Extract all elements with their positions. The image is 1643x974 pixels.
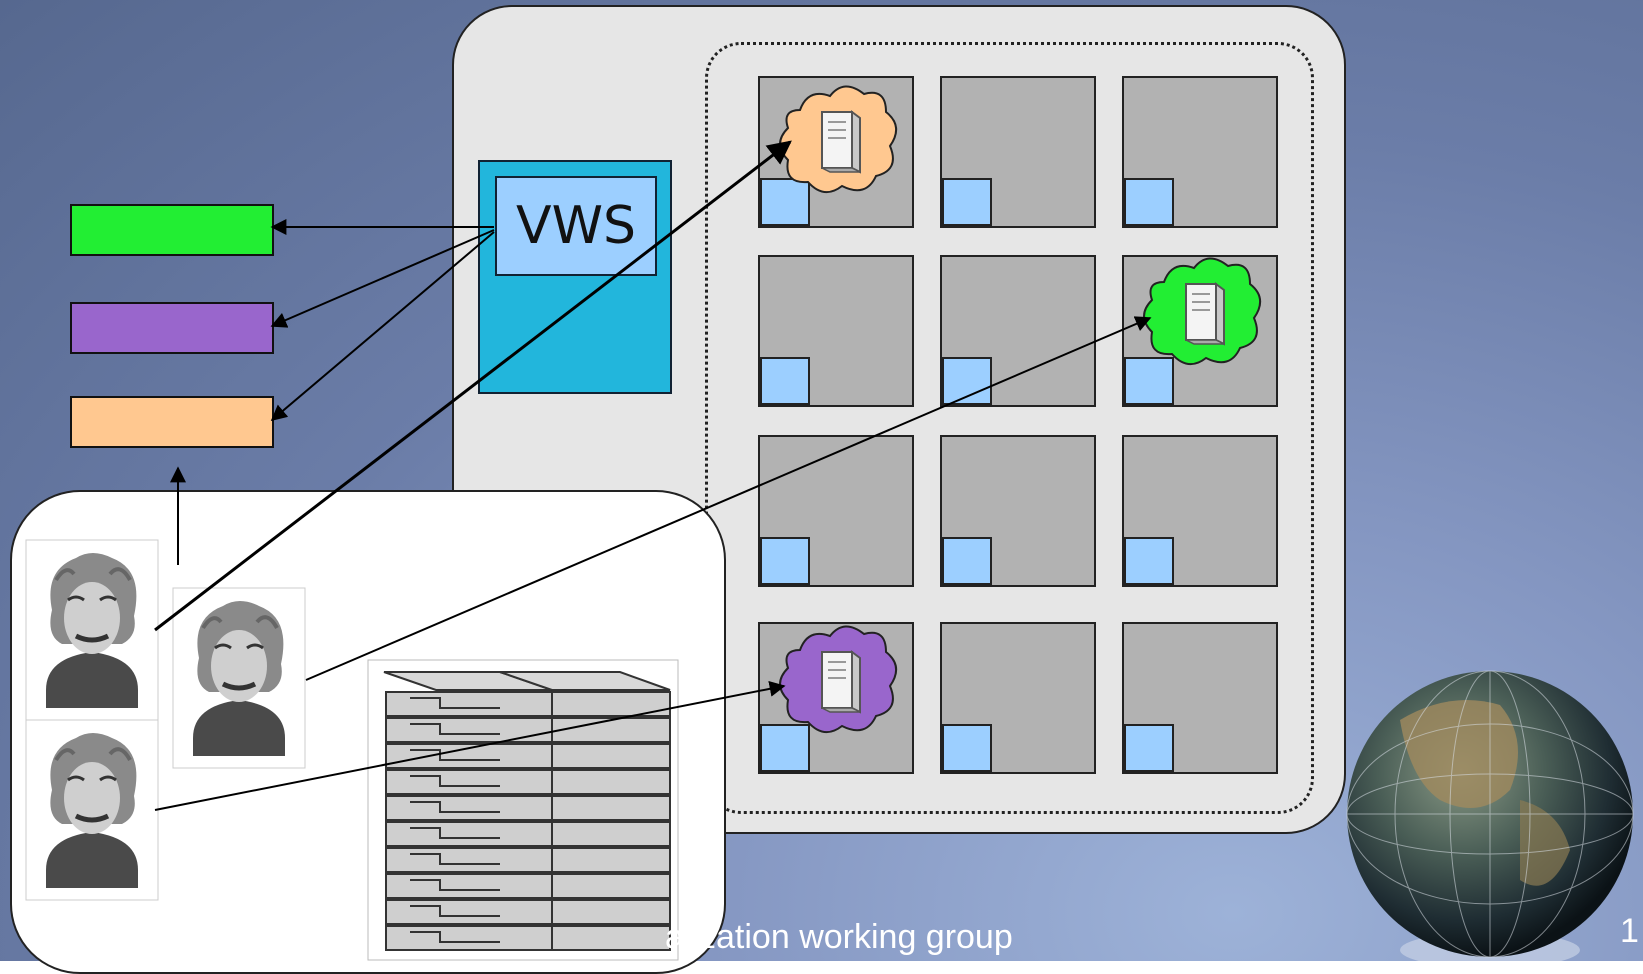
node-chip (760, 357, 810, 405)
node-cell-r1-c3 (1122, 76, 1278, 228)
node-chip (1124, 537, 1174, 585)
node-chip (760, 178, 810, 226)
node-cell-r4-c3 (1122, 622, 1278, 774)
footer-text: alization working group (665, 918, 1013, 956)
rack-unit (551, 899, 671, 925)
node-cell-r3-c3 (1122, 435, 1278, 587)
rack-unit (551, 795, 671, 821)
rack-unit (551, 873, 671, 899)
node-cell-r2-c2 (940, 255, 1096, 407)
node-cell-r1-c2 (940, 76, 1096, 228)
legend-orange-bar (70, 396, 274, 448)
vm-pool-boundary (705, 42, 1314, 814)
page-number: 1 (1620, 912, 1639, 950)
node-chip (942, 537, 992, 585)
rack-detail (410, 697, 500, 709)
rack-detail (410, 801, 500, 813)
user-photo-icon-1 (26, 540, 158, 720)
node-cell-r4-c2 (940, 622, 1096, 774)
node-cell-r2-c1 (758, 255, 914, 407)
rack-unit (551, 717, 671, 743)
rack-unit (551, 821, 671, 847)
rack-detail (410, 827, 500, 839)
vws-label: VWS (495, 176, 657, 276)
node-chip (760, 537, 810, 585)
rack-detail (410, 749, 500, 761)
arrows (154, 140, 1152, 811)
node-chip (942, 724, 992, 772)
node-chip (1124, 357, 1174, 405)
orange-cloud-icon (779, 85, 897, 193)
purple-cloud-icon (779, 625, 897, 733)
node-chip (1124, 724, 1174, 772)
rack-unit (385, 717, 553, 743)
rack-detail (410, 879, 500, 891)
rack-unit (385, 925, 553, 951)
rack-unit (551, 769, 671, 795)
rack-unit (551, 925, 671, 951)
rack-unit (385, 691, 553, 717)
rack-unit (385, 821, 553, 847)
legend-purple-bar (70, 302, 274, 354)
green-cloud-icon (1143, 257, 1261, 365)
vws-service-box: VWS (478, 160, 672, 394)
node-cell-r3-c1 (758, 435, 914, 587)
server-rack-icon (367, 659, 679, 961)
rack-detail (410, 853, 500, 865)
legend-green-bar (70, 204, 274, 256)
node-chip (1124, 178, 1174, 226)
globe-icon (1346, 670, 1634, 961)
node-cell-r3-c2 (940, 435, 1096, 587)
rack-unit (385, 873, 553, 899)
rack-unit (385, 847, 553, 873)
rack-unit (385, 899, 553, 925)
rack-detail (410, 723, 500, 735)
rack-unit (385, 795, 553, 821)
rack-detail (410, 931, 500, 943)
rack-unit (385, 769, 553, 795)
user-photo-icon-2 (173, 588, 305, 768)
user-photo-icon-3 (26, 720, 158, 900)
rack-unit (551, 743, 671, 769)
node-chip (942, 178, 992, 226)
rack-detail (410, 775, 500, 787)
rack-unit (551, 847, 671, 873)
rack-detail (410, 905, 500, 917)
node-chip (760, 724, 810, 772)
